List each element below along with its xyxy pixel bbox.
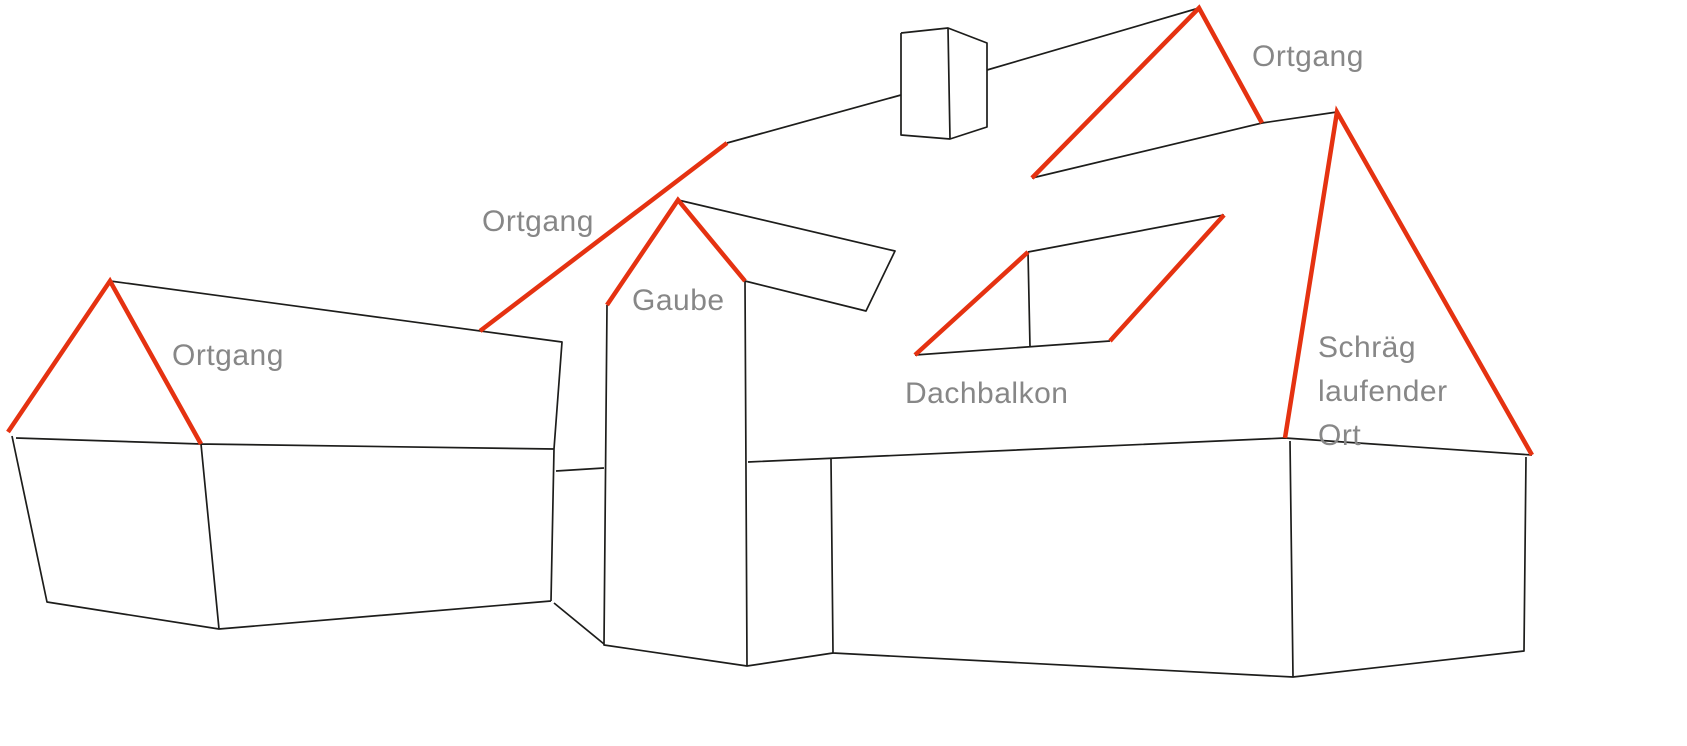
ortgang-edge-left-building xyxy=(6,276,203,446)
labels-group: Ortgang Ortgang Ortgang Gaube Dachbalkon… xyxy=(172,40,1448,452)
ortgang-edge-top-gable xyxy=(1030,4,1264,180)
ortgang-edge-dormer xyxy=(605,196,747,307)
label-ortgang-top: Ortgang xyxy=(1252,40,1364,73)
house-outline-group xyxy=(11,7,1533,678)
roof-balcony-outline xyxy=(914,214,1225,356)
main-walls-outline xyxy=(553,440,1527,678)
label-ortgang-left: Ortgang xyxy=(172,339,284,372)
ortgang-edge-main-roof xyxy=(478,141,729,333)
label-gaube: Gaube xyxy=(632,284,725,317)
sloping-verge-edge-right-wing xyxy=(1282,105,1534,457)
label-dachbalkon: Dachbalkon xyxy=(905,377,1068,410)
dormer-outline xyxy=(603,199,896,667)
label-schraeg-line2: laufender xyxy=(1318,375,1448,408)
label-schraeg-line1: Schräg xyxy=(1318,331,1416,364)
left-building-outline xyxy=(11,280,563,630)
label-ortgang-main: Ortgang xyxy=(482,205,594,238)
label-schraeg-line3: Ort xyxy=(1318,419,1361,452)
highlighted-edges-group xyxy=(6,4,1534,457)
roof-balcony-edges xyxy=(913,213,1226,357)
chimney-outline xyxy=(900,27,988,140)
